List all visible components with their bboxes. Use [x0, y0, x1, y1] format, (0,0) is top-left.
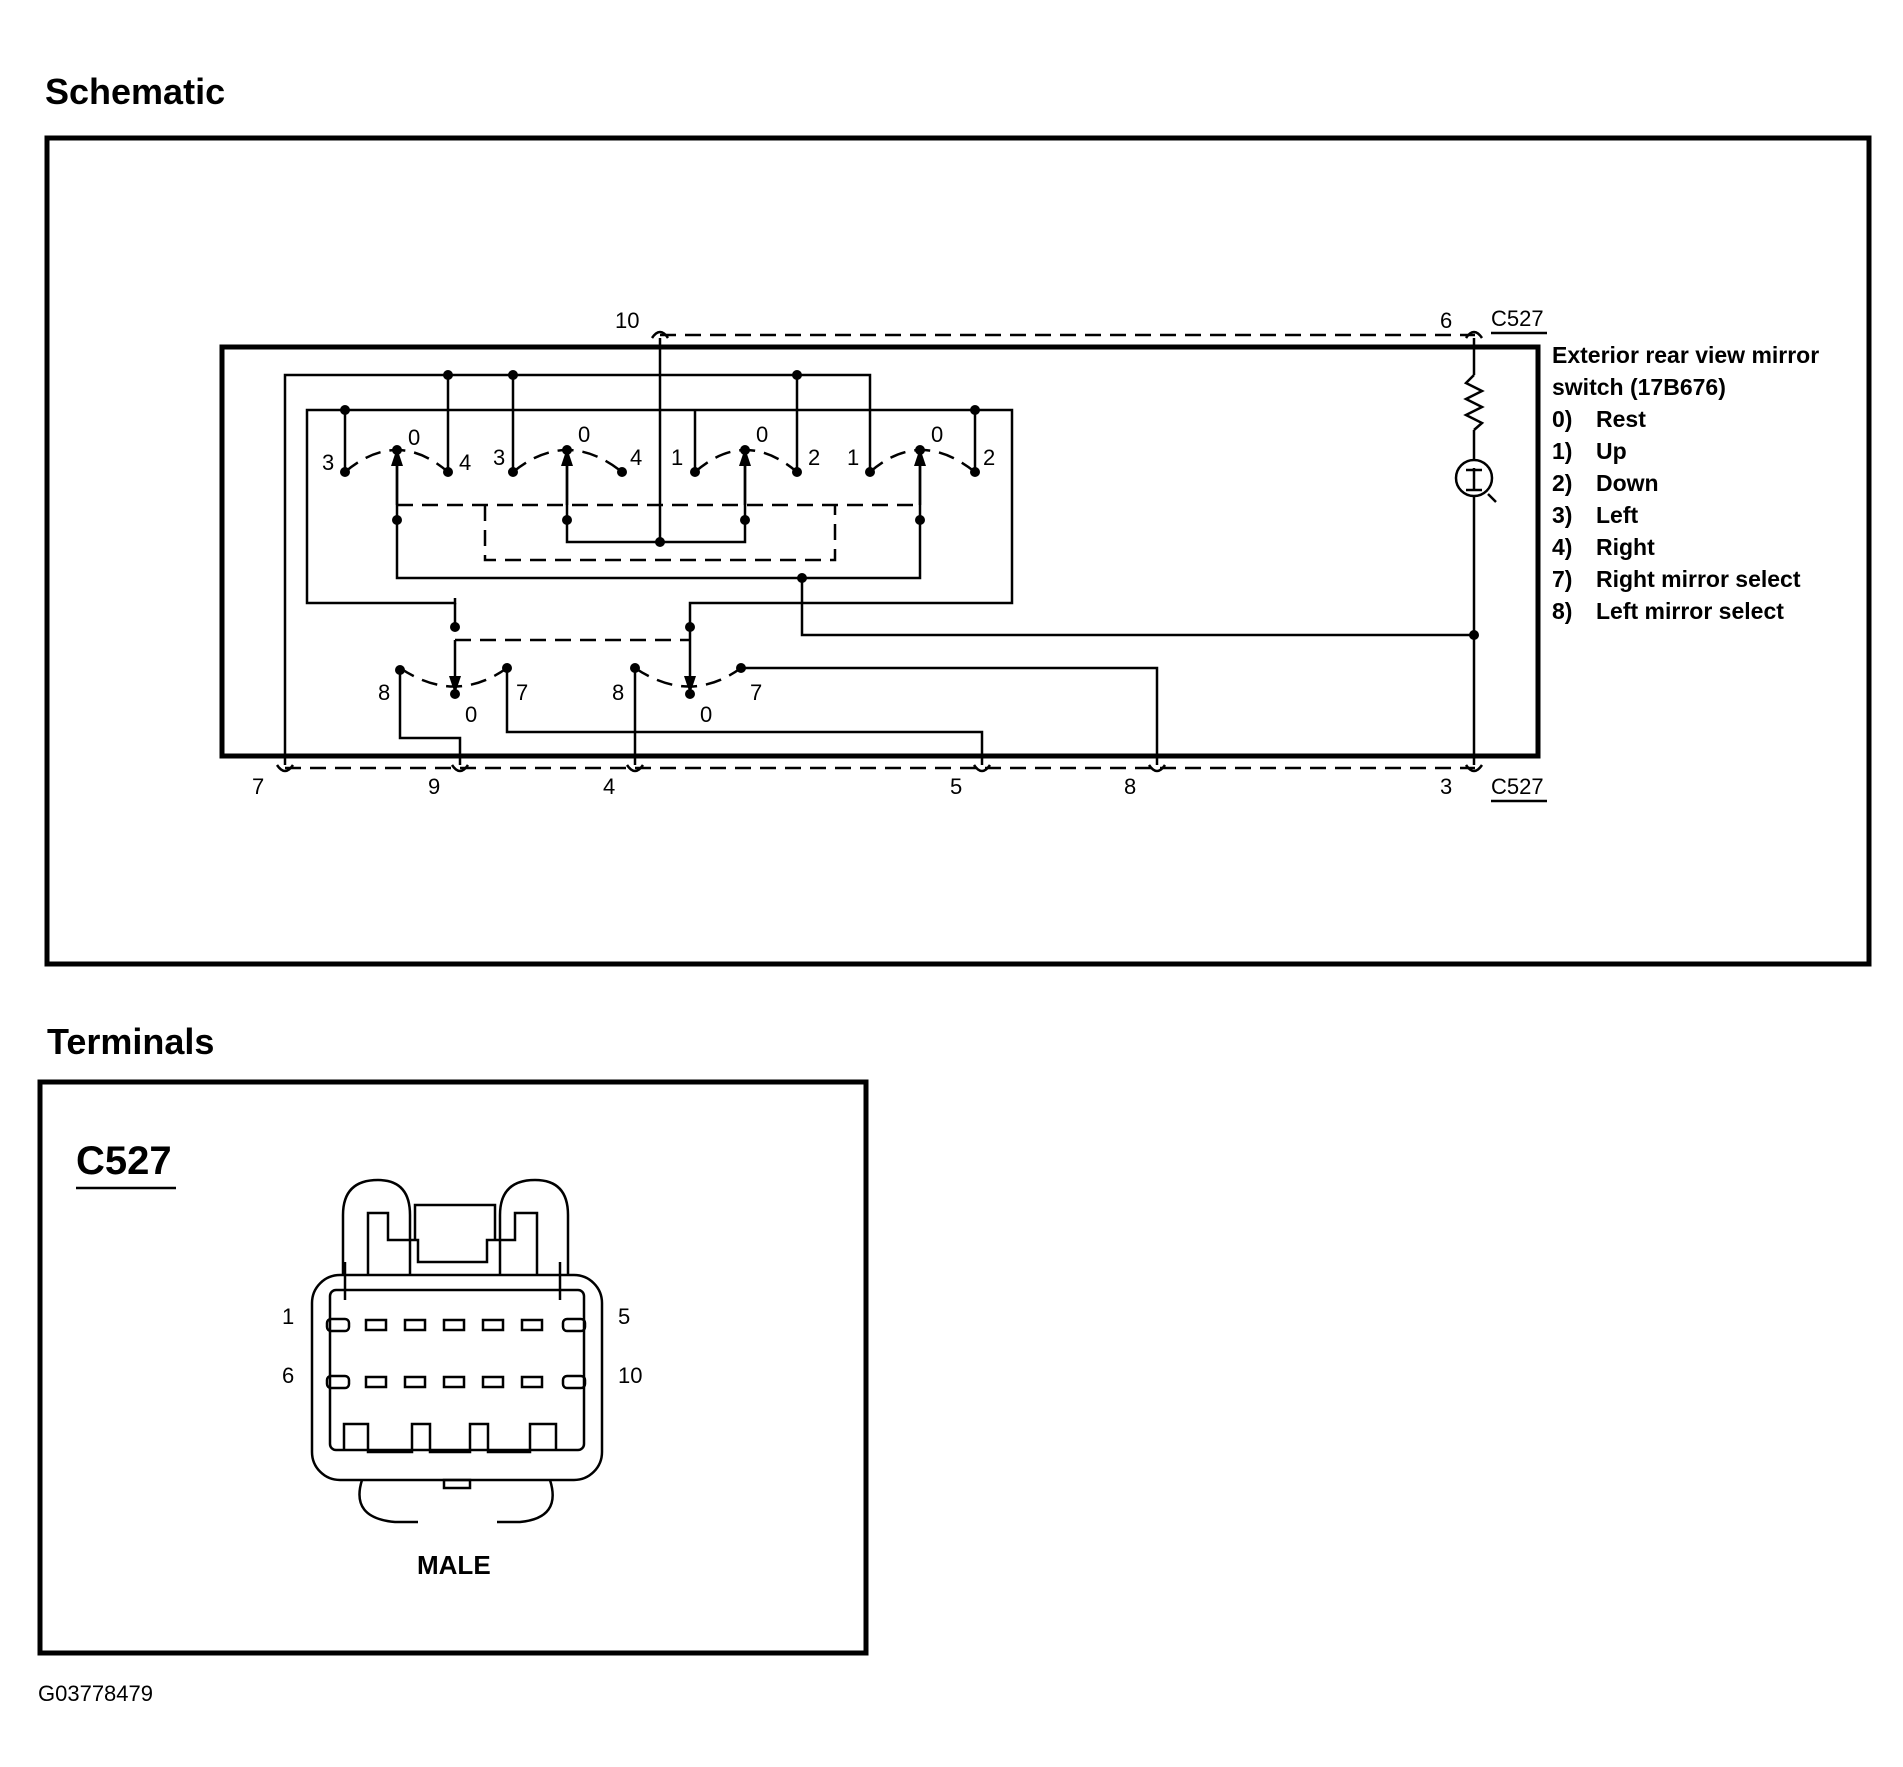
terminal-pin-label-5: 5 [618, 1304, 630, 1329]
sw3-label-right: 2 [808, 445, 820, 470]
sel2-label-right: 7 [750, 680, 762, 705]
bottom-pin-terminals [275, 764, 1484, 773]
schematic-frame [44, 135, 1872, 967]
pin-label-10: 10 [615, 308, 639, 333]
sw2-label-center: 0 [578, 422, 590, 447]
sw3-label-center: 0 [756, 422, 768, 447]
legend-label-left-mirror-select: Left mirror select [1596, 598, 1784, 624]
pin-label-8: 8 [1124, 774, 1136, 799]
schematic-heading: Schematic [45, 71, 225, 112]
connector-c527-drawing [310, 1178, 604, 1524]
sw1-label-left: 3 [322, 450, 334, 475]
pin-label-7: 7 [252, 774, 264, 799]
sel2-label-left: 8 [612, 680, 624, 705]
sw2-label-left: 3 [493, 445, 505, 470]
terminal-pin-label-1: 1 [282, 1304, 294, 1329]
legend-label-down: Down [1596, 470, 1659, 496]
terminals-frame [37, 1079, 869, 1656]
legend-list: 0) Rest 1) Up 2) Down 3) Left 4) Right 7… [1552, 406, 1801, 624]
legend-key-1: 1) [1552, 438, 1572, 464]
legend-label-left: Left [1596, 502, 1639, 528]
connector-gender-label: MALE [417, 1550, 491, 1580]
legend-label-up: Up [1596, 438, 1627, 464]
terminal-pin-label-10: 10 [618, 1363, 642, 1388]
junction-dots [340, 370, 1479, 699]
component-title-line1: Exterior rear view mirror [1552, 342, 1819, 368]
figure-id: G03778479 [38, 1681, 153, 1706]
sw4-label-left: 1 [847, 445, 859, 470]
pin-label-9: 9 [428, 774, 440, 799]
sel1-label-center: 0 [465, 702, 477, 727]
switch-body [219, 344, 1541, 759]
pin-label-4: 4 [603, 774, 615, 799]
legend-key-7: 7) [1552, 566, 1572, 592]
legend-key-2: 2) [1552, 470, 1572, 496]
legend-label-rest: Rest [1596, 406, 1646, 432]
sel2-label-center: 0 [700, 702, 712, 727]
pin-label-6: 6 [1440, 308, 1452, 333]
legend-label-right-mirror-select: Right mirror select [1596, 566, 1801, 592]
legend-key-3: 3) [1552, 502, 1572, 528]
sw4-label-center: 0 [931, 422, 943, 447]
terminals-heading: Terminals [47, 1021, 214, 1062]
sw1-label-right: 4 [459, 450, 471, 475]
connector-ref-top: C527 [1491, 306, 1544, 331]
pin-label-5: 5 [950, 774, 962, 799]
sw1-label-center: 0 [408, 425, 420, 450]
sw3-label-left: 1 [671, 445, 683, 470]
legend-label-right: Right [1596, 534, 1655, 560]
legend-key-4: 4) [1552, 534, 1572, 560]
legend-key-0: 0) [1552, 406, 1572, 432]
terminal-pin-label-6: 6 [282, 1363, 294, 1388]
legend-key-8: 8) [1552, 598, 1572, 624]
sw2-label-right: 4 [630, 445, 642, 470]
sel1-label-left: 8 [378, 680, 390, 705]
top-pin-terminals [650, 330, 1484, 339]
sw4-label-right: 2 [983, 445, 995, 470]
terminal-connector-title: C527 [76, 1139, 172, 1183]
pin-label-3: 3 [1440, 774, 1452, 799]
component-title-line2: switch (17B676) [1552, 374, 1726, 400]
connector-ref-bottom: C527 [1491, 774, 1544, 799]
switch-wiring [283, 338, 1497, 765]
sel1-label-right: 7 [516, 680, 528, 705]
